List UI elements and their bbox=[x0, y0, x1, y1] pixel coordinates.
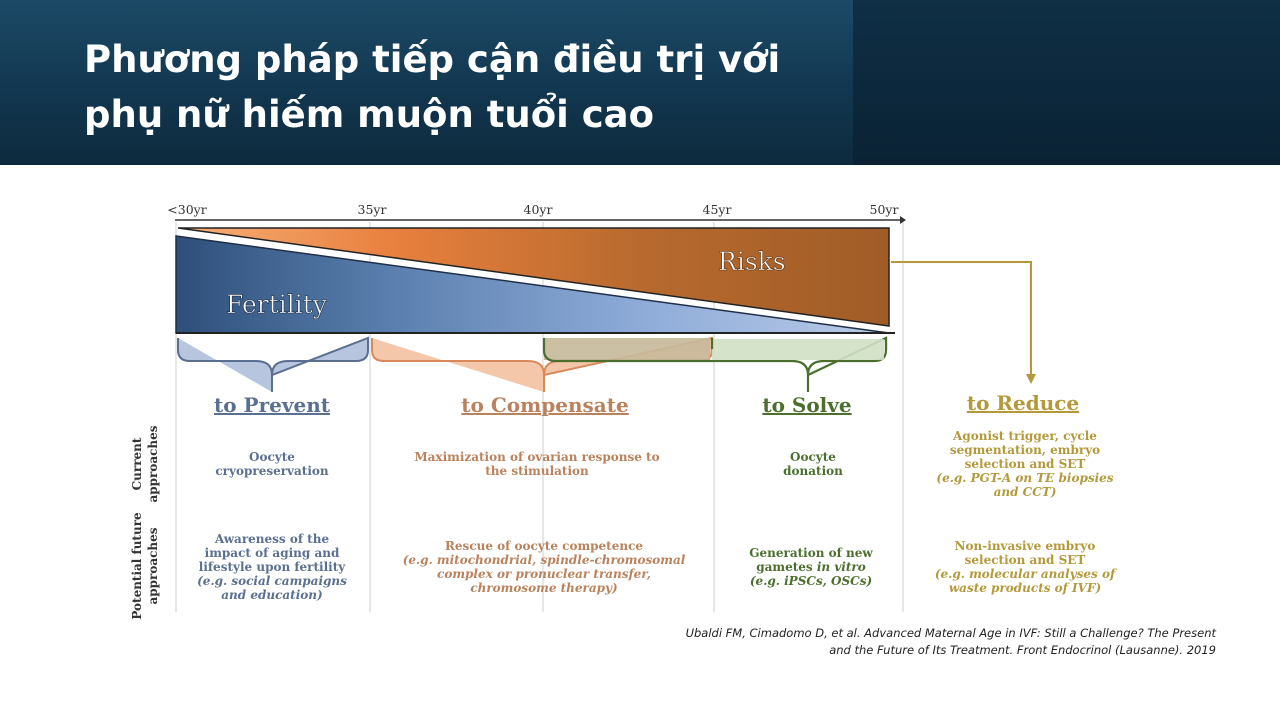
heading-compensate: to Compensate bbox=[461, 393, 628, 417]
slide-title: Phương pháp tiếp cận điều trị với phụ nữ… bbox=[84, 32, 844, 142]
prevent-future-line1: Awareness of the bbox=[214, 532, 330, 546]
solve-current-line2: donation bbox=[783, 464, 843, 478]
risks-triangle bbox=[177, 227, 890, 327]
risks-label: Risks bbox=[718, 247, 786, 276]
prevent-current-line2: cryopreservation bbox=[215, 464, 329, 478]
compensate-current-line2: the stimulation bbox=[485, 464, 589, 478]
age-tick-40: 40yr bbox=[524, 202, 553, 217]
heading-solve: to Solve bbox=[762, 393, 851, 417]
bracket-solve-edge bbox=[710, 338, 888, 350]
age-axis-arrowhead bbox=[900, 216, 906, 224]
prevent-future-line2: impact of aging and bbox=[205, 546, 340, 560]
reduce-future-line2: selection and SET bbox=[965, 553, 1086, 567]
overlap-region bbox=[544, 338, 710, 360]
reduce-future-italic2: waste products of IVF) bbox=[949, 581, 1101, 595]
row-label-future-line1: Potential future bbox=[130, 512, 144, 620]
slide-title-line-1: Phương pháp tiếp cận điều trị với bbox=[84, 38, 781, 81]
reduce-current-line1: Agonist trigger, cycle bbox=[952, 429, 1097, 443]
solve-future-gametes: gametes bbox=[756, 560, 817, 574]
fertility-label: Fertility bbox=[226, 290, 328, 319]
compensate-future-italic3: chromosome therapy) bbox=[470, 581, 617, 595]
bracket-solve bbox=[542, 336, 888, 392]
risks-to-reduce-arrowhead bbox=[1026, 374, 1036, 384]
solve-tint bbox=[712, 339, 884, 360]
reduce-current-line2: segmentation, embryo bbox=[950, 443, 1100, 457]
heading-reduce: to Reduce bbox=[967, 391, 1079, 415]
compensate-future-line1: Rescue of oocyte competence bbox=[445, 539, 643, 553]
reduce-future-italic1: (e.g. molecular analyses of bbox=[935, 567, 1117, 581]
citation-line-2: and the Future of Its Treatment. Front E… bbox=[829, 643, 1216, 657]
citation: Ubaldi FM, Cimadomo D, et al. Advanced M… bbox=[616, 625, 1216, 659]
solve-future-line2: gametes in vitro bbox=[756, 560, 865, 574]
prevent-current-line1: Oocyte bbox=[249, 450, 295, 464]
compensate-future-italic2: complex or pronuclear transfer, bbox=[437, 567, 651, 581]
bracket-prevent bbox=[177, 336, 369, 392]
reduce-current-italic2: and CCT) bbox=[994, 485, 1057, 499]
title-banner-right-panel bbox=[853, 0, 1280, 165]
reduce-current-italic1: (e.g. PGT-A on TE biopsies bbox=[936, 471, 1113, 485]
solve-future-line1: Generation of new bbox=[749, 546, 873, 560]
risks-to-reduce-arrow bbox=[891, 261, 1032, 376]
prevent-future-italic2: and education) bbox=[221, 588, 322, 602]
solve-future-in-vitro: in vitro bbox=[817, 560, 866, 574]
heading-prevent: to Prevent bbox=[214, 393, 331, 417]
solve-current-line1: Oocyte bbox=[790, 450, 836, 464]
row-label-current-line2: approaches bbox=[146, 425, 160, 502]
title-banner-left-panel bbox=[0, 0, 853, 165]
slide-title-line-2: phụ nữ hiếm muộn tuổi cao bbox=[84, 93, 655, 136]
age-tick-45: 45yr bbox=[703, 202, 732, 217]
title-banner: Phương pháp tiếp cận điều trị với phụ nữ… bbox=[0, 0, 1280, 165]
solve-future-italic1: (e.g. iPSCs, OSCs) bbox=[750, 574, 872, 588]
compensate-current-line1: Maximization of ovarian response to bbox=[414, 450, 659, 464]
prevent-future-italic1: (e.g. social campaigns bbox=[197, 574, 347, 588]
row-label-current-line1: Current bbox=[130, 437, 144, 490]
row-label-future-line2: approaches bbox=[146, 527, 160, 604]
age-tick-30: <30yr bbox=[167, 202, 206, 217]
citation-line-1: Ubaldi FM, Cimadomo D, et al. Advanced M… bbox=[685, 626, 1216, 640]
prevent-future-line3: lifestyle upon fertility bbox=[199, 560, 346, 574]
reduce-current-line3: selection and SET bbox=[965, 457, 1086, 471]
age-tick-50: 50yr bbox=[870, 202, 899, 217]
age-tick-35: 35yr bbox=[358, 202, 387, 217]
compensate-future-italic1: (e.g. mitochondrial, spindle-chromosomal bbox=[403, 553, 686, 567]
reduce-future-line1: Non-invasive embryo bbox=[955, 539, 1096, 553]
